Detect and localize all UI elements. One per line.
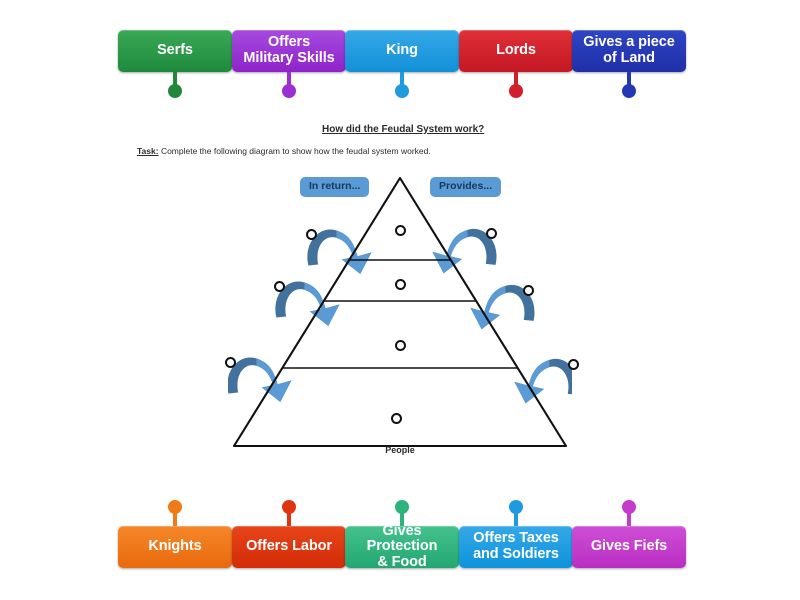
in-return-header: In return... [300,177,370,197]
pin-stem [287,72,291,86]
tile-pin-down-icon [622,72,636,100]
feudal-pyramid [224,172,579,452]
tile-label: Gives Protection& Food [366,522,438,570]
pin-stem [627,72,631,86]
right-target-3[interactable] [567,358,579,370]
tile-label: King [386,42,418,59]
left-target-3[interactable] [224,356,236,368]
pin-stem [400,72,404,86]
left-target-2[interactable] [273,280,285,292]
pin-knob [622,500,636,514]
pin-stem [514,512,518,526]
right-target-2[interactable] [522,284,534,296]
pin-knob [509,84,523,98]
pin-stem [627,512,631,526]
tile-pin-up-icon [282,498,296,526]
tile-pin-down-icon [509,72,523,100]
provides-header: Provides... [430,177,502,197]
tile-pin-up-icon [509,498,523,526]
pin-stem [287,512,291,526]
tile-gives-fiefs[interactable]: Gives Fiefs [572,500,686,568]
tile-lords[interactable]: Lords [459,30,573,98]
tile-label: Lords [496,42,536,59]
tile-pin-up-icon [395,498,409,526]
pyramid-outline [232,176,568,448]
tile-label: Serfs [157,42,193,59]
tile-pin-up-icon [622,498,636,526]
center-target-3[interactable] [394,339,406,351]
pin-knob [168,500,182,514]
tile-pin-down-icon [282,72,296,100]
pin-knob [395,500,409,514]
worksheet-task: Task: Complete the following diagram to … [137,146,431,156]
tile-pin-down-icon [395,72,409,100]
pin-knob [282,500,296,514]
pin-knob [395,84,409,98]
tile-king[interactable]: King [345,30,459,98]
tile-gives-protection-and-food[interactable]: Gives Protection& Food [345,500,459,570]
tile-knights[interactable]: Knights [118,500,232,568]
pin-stem [514,72,518,86]
center-target-2[interactable] [394,278,406,290]
center-target-4[interactable] [390,412,402,424]
pin-stem [173,72,177,86]
right-target-1[interactable] [485,227,497,239]
tile-label: Offers Labor [246,538,332,555]
tile-label: Knights [148,538,202,555]
pin-stem [400,512,404,526]
pyramid-graphic [228,176,572,448]
task-body-text: Complete the following diagram to show h… [158,146,431,156]
pin-knob [282,84,296,98]
pin-knob [509,500,523,514]
pin-stem [173,512,177,526]
tile-offers-labor[interactable]: Offers Labor [232,500,346,568]
pin-knob [168,84,182,98]
tile-serfs[interactable]: Serfs [118,30,232,98]
worksheet-title: How did the Feudal System work? [322,124,485,135]
pin-knob [622,84,636,98]
left-target-1[interactable] [305,228,317,240]
tile-pin-up-icon [168,498,182,526]
tile-label: Gives Fiefs [590,538,668,555]
tile-pin-down-icon [168,72,182,100]
pyramid-base-label: People [385,445,415,455]
task-lead-label: Task: [137,146,159,156]
center-target-1[interactable] [394,224,406,236]
